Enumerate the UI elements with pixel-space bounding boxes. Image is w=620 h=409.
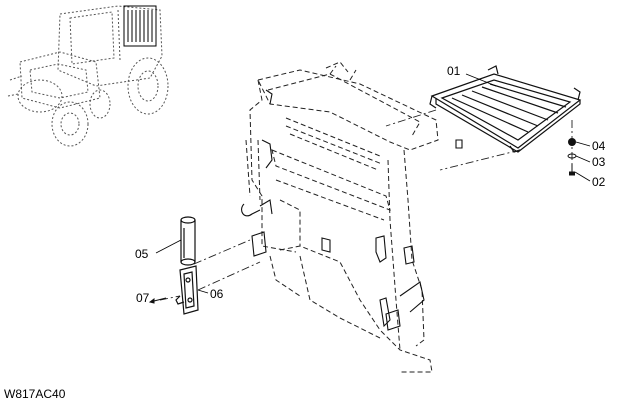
part-01-panel — [429, 65, 582, 153]
frame-detail-solid — [241, 89, 463, 331]
part-02-bolt — [569, 164, 575, 176]
callout-06: 06 — [210, 287, 224, 301]
callout-01: 01 — [447, 64, 461, 78]
radiator-frame — [245, 61, 439, 373]
callout-04: 04 — [592, 139, 606, 153]
drawing-code: W817AC40 — [4, 387, 66, 401]
part-06-bracket — [175, 265, 199, 315]
part-04-nut — [568, 138, 576, 146]
highlighted-component-thumbnail — [123, 5, 157, 47]
part-05-cylinder — [180, 216, 196, 266]
part-07-screw — [148, 297, 167, 304]
callout-02: 02 — [592, 175, 606, 189]
callout-leaders — [155, 73, 591, 294]
assembly-leader-lines — [159, 109, 573, 301]
callout-07: 07 — [136, 291, 150, 305]
tractor-thumbnail — [7, 5, 169, 147]
callout-05: 05 — [135, 247, 149, 261]
callout-labels: 01 04 03 02 05 07 06 — [135, 64, 606, 305]
callout-03: 03 — [592, 155, 606, 169]
